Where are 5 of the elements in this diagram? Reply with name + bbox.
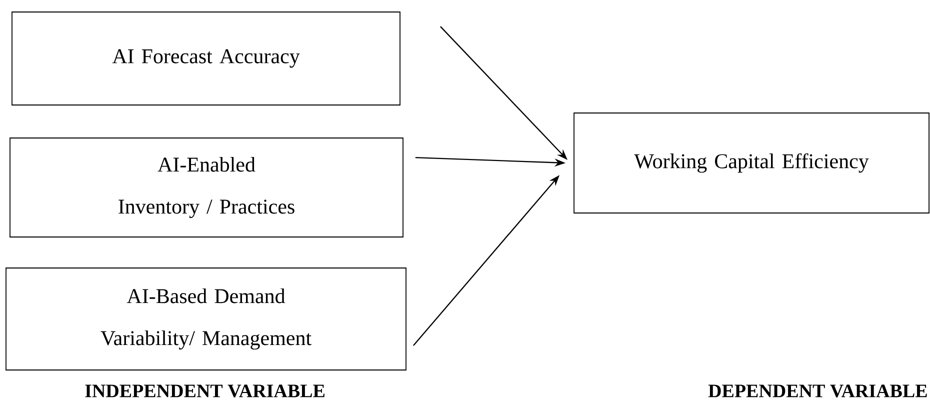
text-box: Working Capital Efficiency [574, 112, 930, 214]
text-box: AI Forecast Accuracy [12, 12, 400, 106]
text-box: AI-Based Demand Variability/ Management [6, 268, 406, 370]
text-box: AI-Enabled Inventory / Practices [10, 138, 404, 238]
axis-caption: DEPENDENT VARIABLE [708, 384, 927, 398]
